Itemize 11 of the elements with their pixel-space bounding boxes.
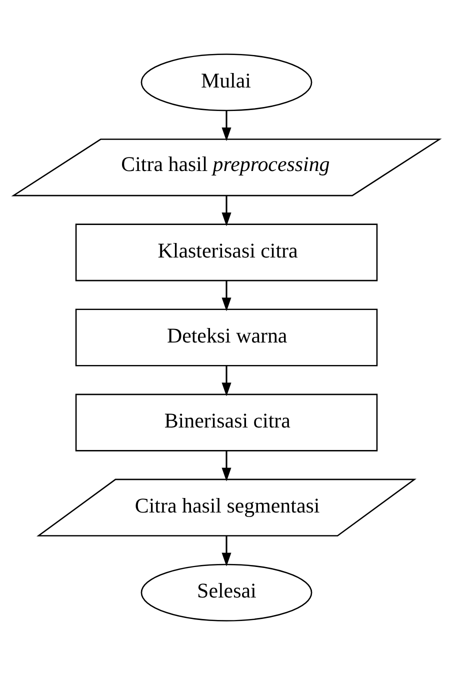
arrow [222,536,232,566]
node-ellipse: Selesai [140,564,312,622]
arrow [222,450,232,482]
arrow [222,366,232,396]
node-box: Deteksi warna [75,308,378,366]
node-box: Binerisasi citra [75,394,378,452]
node-ellipse: Mulai [140,54,312,112]
arrow [222,280,232,312]
node-box: Klasterisasi citra [75,224,378,282]
arrow [222,110,232,142]
arrow [222,196,232,226]
